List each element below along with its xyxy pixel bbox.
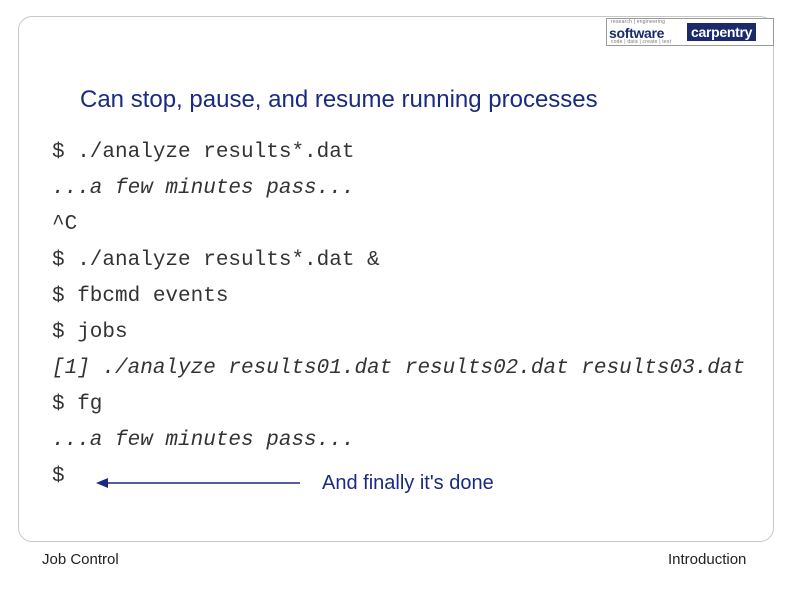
logo-tagline-top: research | engineering: [611, 19, 666, 25]
logo-word-carpentry: carpentry: [687, 23, 757, 41]
annotation-text: And finally it's done: [322, 472, 494, 494]
code-line-6: $ jobs: [52, 321, 128, 344]
logo-tagline-bottom: code | data | create | test: [611, 39, 672, 45]
arrow-left-icon: [96, 478, 300, 488]
code-block: $ ./analyze results*.dat ...a few minute…: [52, 138, 794, 498]
slide-title: Can stop, pause, and resume running proc…: [80, 86, 598, 113]
footer-course-name: Introduction: [668, 551, 747, 568]
footer-section-name: Job Control: [42, 551, 119, 568]
software-carpentry-logo: research | engineering software carpentr…: [606, 18, 774, 46]
code-line-4: $ ./analyze results*.dat &: [52, 249, 380, 272]
code-line-2: ...a few minutes pass...: [52, 177, 355, 200]
code-line-7: [1] ./analyze results01.dat results02.da…: [52, 357, 746, 380]
code-line-8: $ fg: [52, 393, 103, 416]
logo-word-software: software: [609, 25, 665, 41]
code-line-1: $ ./analyze results*.dat: [52, 141, 355, 164]
code-line-3: ^C: [52, 213, 78, 236]
slide-frame: [18, 16, 774, 542]
code-line-9: ...a few minutes pass...: [52, 429, 355, 452]
code-line-5: $ fbcmd events: [52, 285, 229, 308]
code-line-10: $: [52, 465, 65, 488]
